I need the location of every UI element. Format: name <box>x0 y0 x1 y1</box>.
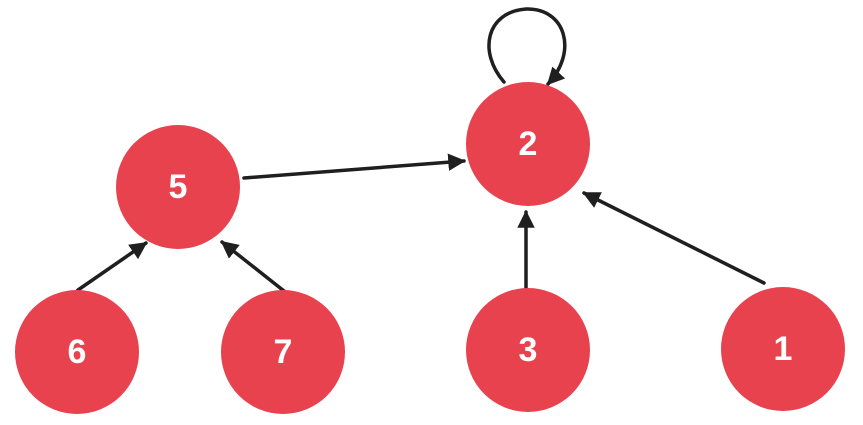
node-3: 3 <box>466 288 590 412</box>
edge-2-to-2-self-loop <box>487 7 567 86</box>
node-6: 6 <box>15 290 139 414</box>
node-1-label: 1 <box>774 330 793 368</box>
node-5: 5 <box>116 125 240 249</box>
node-2-circle <box>466 82 590 206</box>
node-3-circle <box>466 288 590 412</box>
node-7: 7 <box>221 290 345 414</box>
node-2: 2 <box>466 82 590 206</box>
edges <box>76 7 766 293</box>
node-7-label: 7 <box>274 333 293 371</box>
node-5-label: 5 <box>169 168 188 206</box>
edge-6-to-5 <box>76 241 148 292</box>
node-6-circle <box>15 290 139 414</box>
node-2-label: 2 <box>519 125 538 163</box>
edge-7-to-5 <box>220 240 286 293</box>
node-7-circle <box>221 290 345 414</box>
edge-1-to-2 <box>582 191 766 285</box>
node-3-label: 3 <box>519 331 538 369</box>
node-5-circle <box>116 125 240 249</box>
node-1-circle <box>721 287 845 411</box>
edge-5-to-2 <box>242 153 466 180</box>
node-1: 1 <box>721 287 845 411</box>
node-6-label: 6 <box>68 333 87 371</box>
